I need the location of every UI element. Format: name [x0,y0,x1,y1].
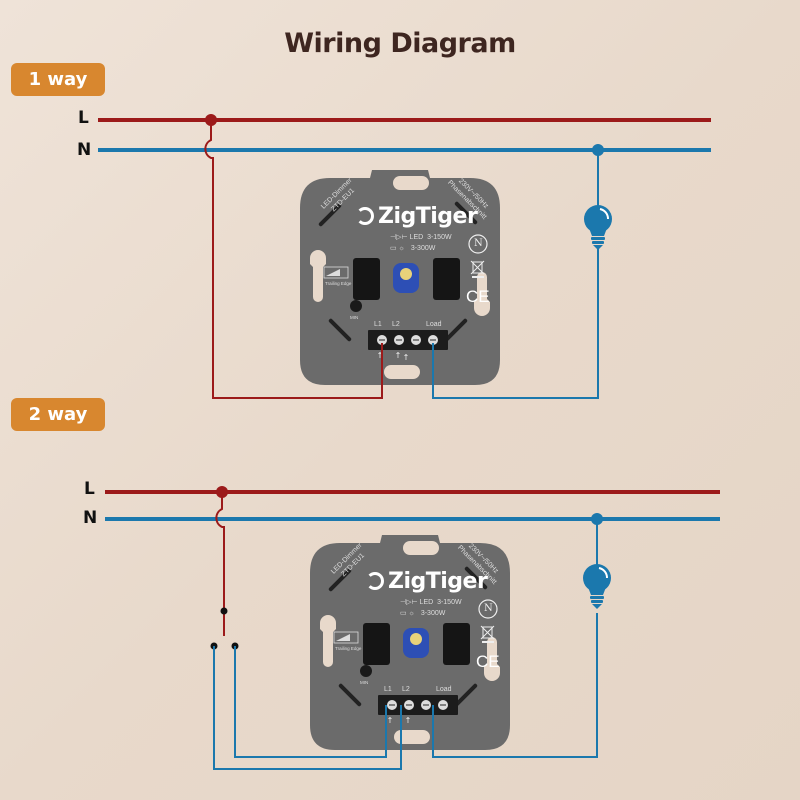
n-mark [468,234,488,254]
terminal-load-label: Load [436,686,452,693]
load-wire-2 [432,613,598,758]
terminal-slot-right [443,623,470,665]
min-trimmer-icon [360,665,372,677]
mode-label: Trailing Edge [335,646,362,651]
min-label: MIN [360,680,369,685]
trailing-edge-icon [323,266,349,279]
terminal-block [378,695,458,715]
mount-slot-top [403,541,439,555]
mount-slot-left [310,250,326,302]
lamp-rating: 3-300W [420,610,446,617]
terminal-l1-label: L1 [384,686,392,693]
mount-slot-right [484,637,500,681]
live-feed-wire-2 [215,492,225,636]
tiger-logo-icon [356,207,374,225]
live-feed-wire-1 [204,120,383,399]
mount-slot-right [474,272,490,316]
live-label-2: L [84,479,95,499]
terminal-l2-label: L2 [392,321,400,328]
led-icon: ⊣▷⊢ [400,599,418,606]
lamp-icon: ▭ ☼ [400,610,415,617]
led-label: LED [409,234,424,241]
min-trimmer-icon [350,300,362,312]
led-rating: 3-150W [427,234,452,241]
svg-text:↑: ↑ [377,351,384,360]
terminal-slot-left [353,258,380,300]
svg-text:↑: ↑ [395,351,402,360]
weee-bin-icon [480,625,495,643]
badge-2-way: 2 way [11,398,105,431]
knob-shaft [410,633,422,645]
lightbulb-icon [583,564,611,609]
led-rating-row: ⊣▷⊢ LED 3-150W [390,233,452,241]
terminal-slot-right [433,258,460,300]
led-label: LED [419,599,434,606]
neutral-label-1: N [77,140,92,160]
led-rating: 3-150W [437,599,462,606]
knob-shaft [400,268,412,280]
mount-slot-top [393,176,429,190]
mode-label: Trailing Edge [325,281,352,286]
n-mark-text: N [484,603,493,614]
terminal-l1-label: L1 [374,321,382,328]
lightbulb-icon [584,205,612,250]
lamp-icon: ▭ ☼ [390,245,405,252]
switch-common-terminal [220,607,228,615]
page-title: Wiring Diagram [284,28,516,59]
led-icon: ⊣▷⊢ [390,234,408,241]
mount-slot-bottom [394,730,430,744]
load-wire-1 [432,245,599,399]
terminal-l2-label: L2 [402,686,410,693]
led-rating-row: ⊣▷⊢ LED 3-150W [400,598,462,606]
terminal-load-label: Load [426,321,442,328]
ce-mark: CE [476,652,500,671]
brand-logo: ZigTiger [388,569,488,594]
mount-slot-bottom [384,365,420,379]
neutral-label-2: N [83,508,98,528]
lamp-rating: 3-300W [410,245,436,252]
svg-text:↑: ↑ [403,353,410,362]
traveler-wire-l2 [213,646,402,770]
brand-logo: ZigTiger [378,204,478,229]
min-label: MIN [350,315,359,320]
weee-bin-icon [470,260,485,278]
lamp-rating-row: ▭ ☼ 3-300W [390,244,435,252]
terminal-block [368,330,448,350]
mount-slot-left [320,615,336,667]
svg-text:↑: ↑ [405,716,412,725]
tiger-logo-icon [366,572,384,590]
badge-1-way: 1 way [11,63,105,96]
live-label-1: L [78,108,89,128]
trailing-edge-icon [333,631,359,644]
svg-text:↑: ↑ [387,716,394,725]
n-mark [478,599,498,619]
lamp-rating-row: ▭ ☼ 3-300W [400,609,445,617]
terminal-slot-left [363,623,390,665]
n-mark-text: N [474,238,483,249]
ce-mark: CE [466,287,490,306]
traveler-wire-l1 [234,646,387,758]
